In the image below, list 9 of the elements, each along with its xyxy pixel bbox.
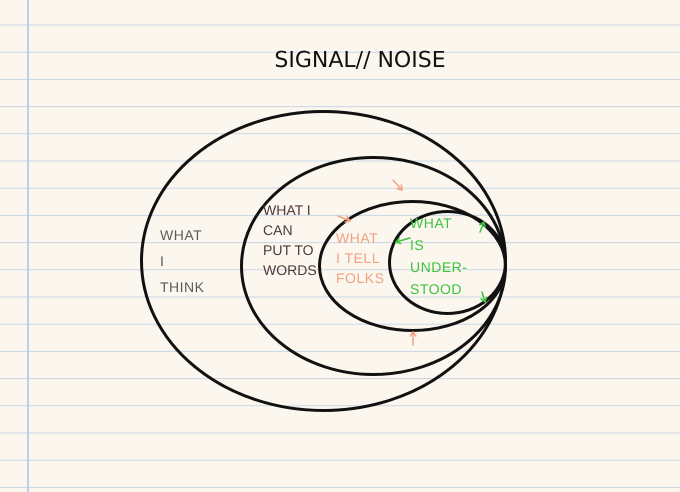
region-label: WHAT IS UNDER- STOOD: [410, 214, 468, 299]
ellipse-region: [240, 156, 507, 376]
ellipse-region: [388, 210, 507, 315]
ellipse-region: [318, 200, 507, 332]
region-label: WHAT I THINK: [160, 226, 204, 297]
ellipse-region: [140, 110, 507, 412]
region-label: WHAT I CAN PUT TO WORDS: [263, 201, 317, 280]
region-label: WHAT I TELL FOLKS: [336, 229, 384, 288]
title: SIGNAL// NOISE: [273, 48, 447, 73]
